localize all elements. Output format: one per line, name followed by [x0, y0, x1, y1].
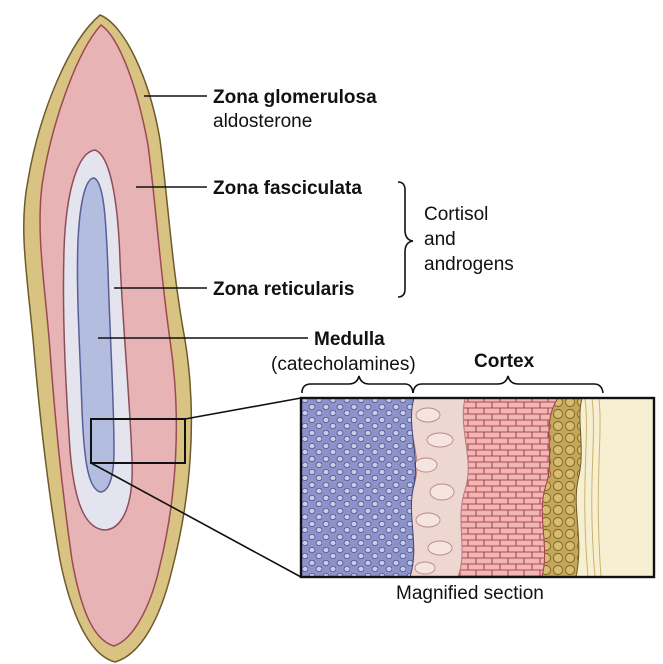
- zoom-line-top: [184, 397, 302, 420]
- magnified-area-box: [90, 418, 186, 464]
- magnified-section-label: Magnified section: [396, 583, 544, 604]
- capsule-fibers: [584, 398, 602, 577]
- fasciculata-tissue: [454, 398, 559, 577]
- medulla-brace: [301, 375, 414, 394]
- cortisol-label-line3: androgens: [424, 254, 514, 275]
- cortisol-label-line2: and: [424, 229, 456, 250]
- zona-glomerulosa-label: Zona glomerulosa: [213, 87, 377, 108]
- medulla-label: Medulla: [314, 329, 385, 350]
- zona-reticularis-label: Zona reticularis: [213, 279, 355, 300]
- cortisol-label-line1: Cortisol: [424, 204, 488, 225]
- capsule-tissue: [572, 398, 654, 577]
- zona-fasciculata-label: Zona fasciculata: [213, 178, 362, 199]
- magnified-section-frame: [299, 396, 656, 579]
- zoom-line-bottom: [90, 462, 302, 578]
- cortex-brace: [412, 375, 604, 394]
- cortex-label: Cortex: [474, 351, 535, 372]
- medulla-region: [76, 177, 115, 493]
- cortisol-brace: [397, 181, 414, 298]
- reticularis-cells: [414, 407, 455, 575]
- leader-lines: [90, 95, 308, 578]
- catecholamines-label: (catecholamines): [271, 354, 416, 375]
- aldosterone-label: aldosterone: [213, 111, 312, 132]
- medulla-tissue: [301, 398, 417, 577]
- magnified-section: [301, 398, 654, 577]
